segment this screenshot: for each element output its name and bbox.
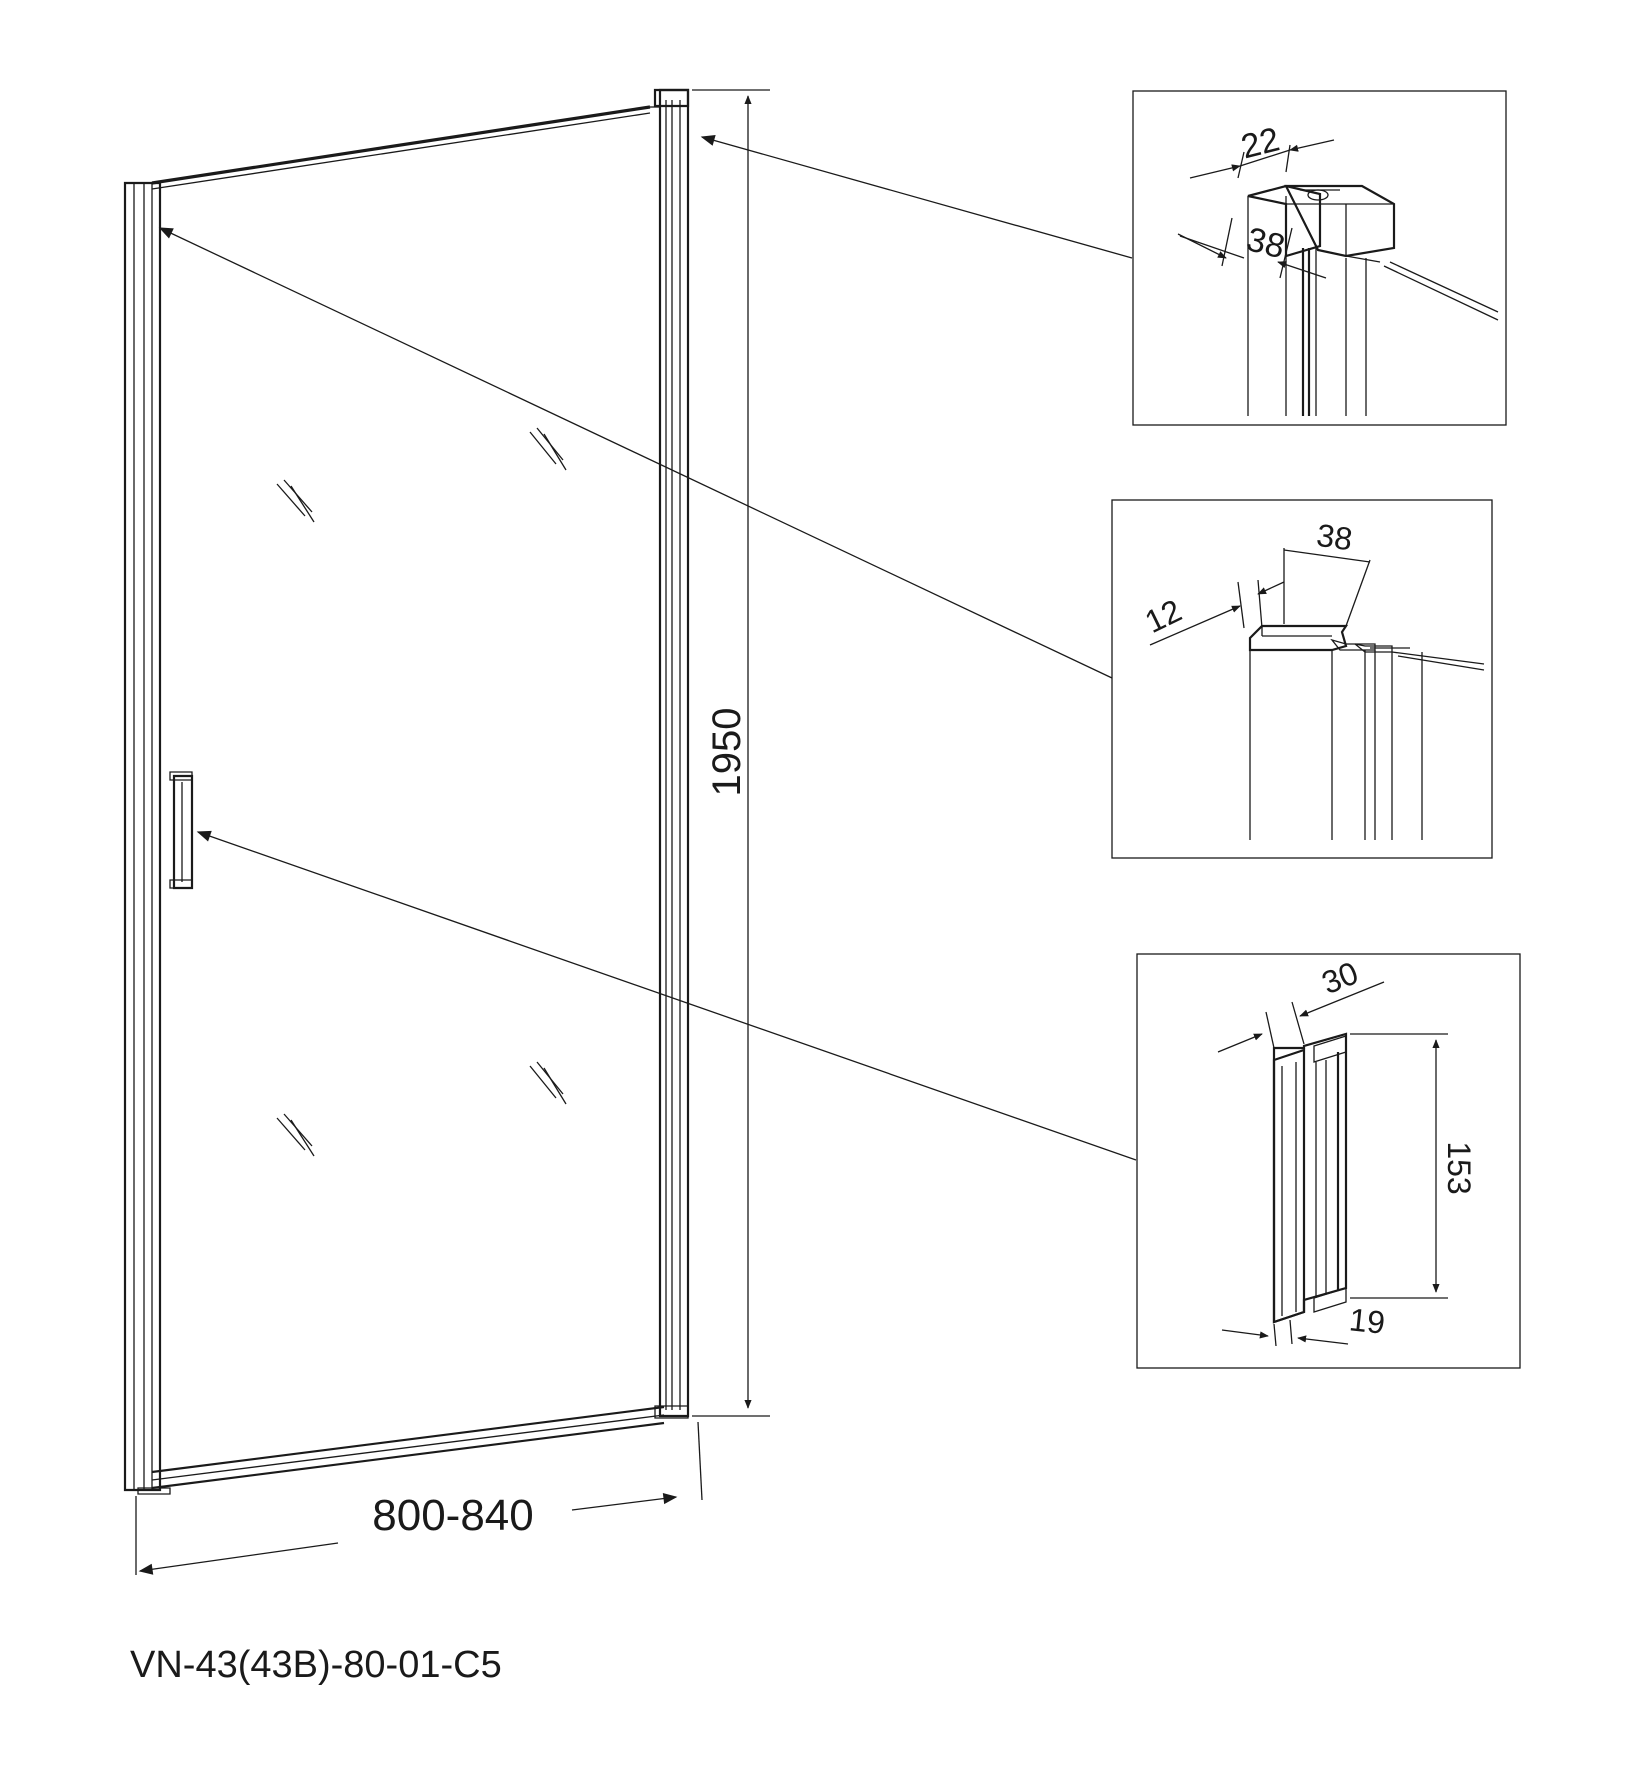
side-detail-width-label: 38 bbox=[1314, 517, 1354, 558]
detail-side-profile: 38 12 bbox=[1111, 499, 1493, 859]
right-profile bbox=[650, 88, 690, 1419]
glass-bottom-seal bbox=[137, 1405, 665, 1495]
handle-depth-label: 19 bbox=[1348, 1301, 1387, 1341]
width-dimension: 800-840 bbox=[135, 1421, 703, 1575]
door-handle bbox=[169, 771, 194, 890]
glass-top-edge bbox=[151, 105, 651, 190]
leader-top-detail bbox=[700, 135, 1133, 259]
height-dimension-label: 1950 bbox=[705, 708, 749, 797]
shower-door bbox=[123, 88, 690, 1495]
handle-width-label: 30 bbox=[1317, 954, 1363, 1001]
detail-top-hinge: 22 38 bbox=[1132, 90, 1507, 426]
top-detail-depth-label: 38 bbox=[1243, 220, 1289, 266]
side-detail-depth-label: 12 bbox=[1139, 592, 1187, 640]
leader-handle-detail bbox=[196, 830, 1137, 1161]
leader-side-detail bbox=[158, 227, 1113, 679]
height-dimension: 1950 bbox=[692, 89, 770, 1417]
width-dimension-label: 800-840 bbox=[372, 1491, 533, 1540]
detail-handle: 30 153 19 bbox=[1136, 953, 1521, 1369]
glass-reflection-marks bbox=[276, 427, 567, 1157]
handle-height-label: 153 bbox=[1441, 1141, 1477, 1194]
leader-lines bbox=[158, 135, 1137, 1161]
top-detail-width-label: 22 bbox=[1237, 120, 1283, 166]
left-profile bbox=[123, 181, 162, 1492]
model-code: VN-43(43B)-80-01-C5 bbox=[130, 1644, 502, 1686]
